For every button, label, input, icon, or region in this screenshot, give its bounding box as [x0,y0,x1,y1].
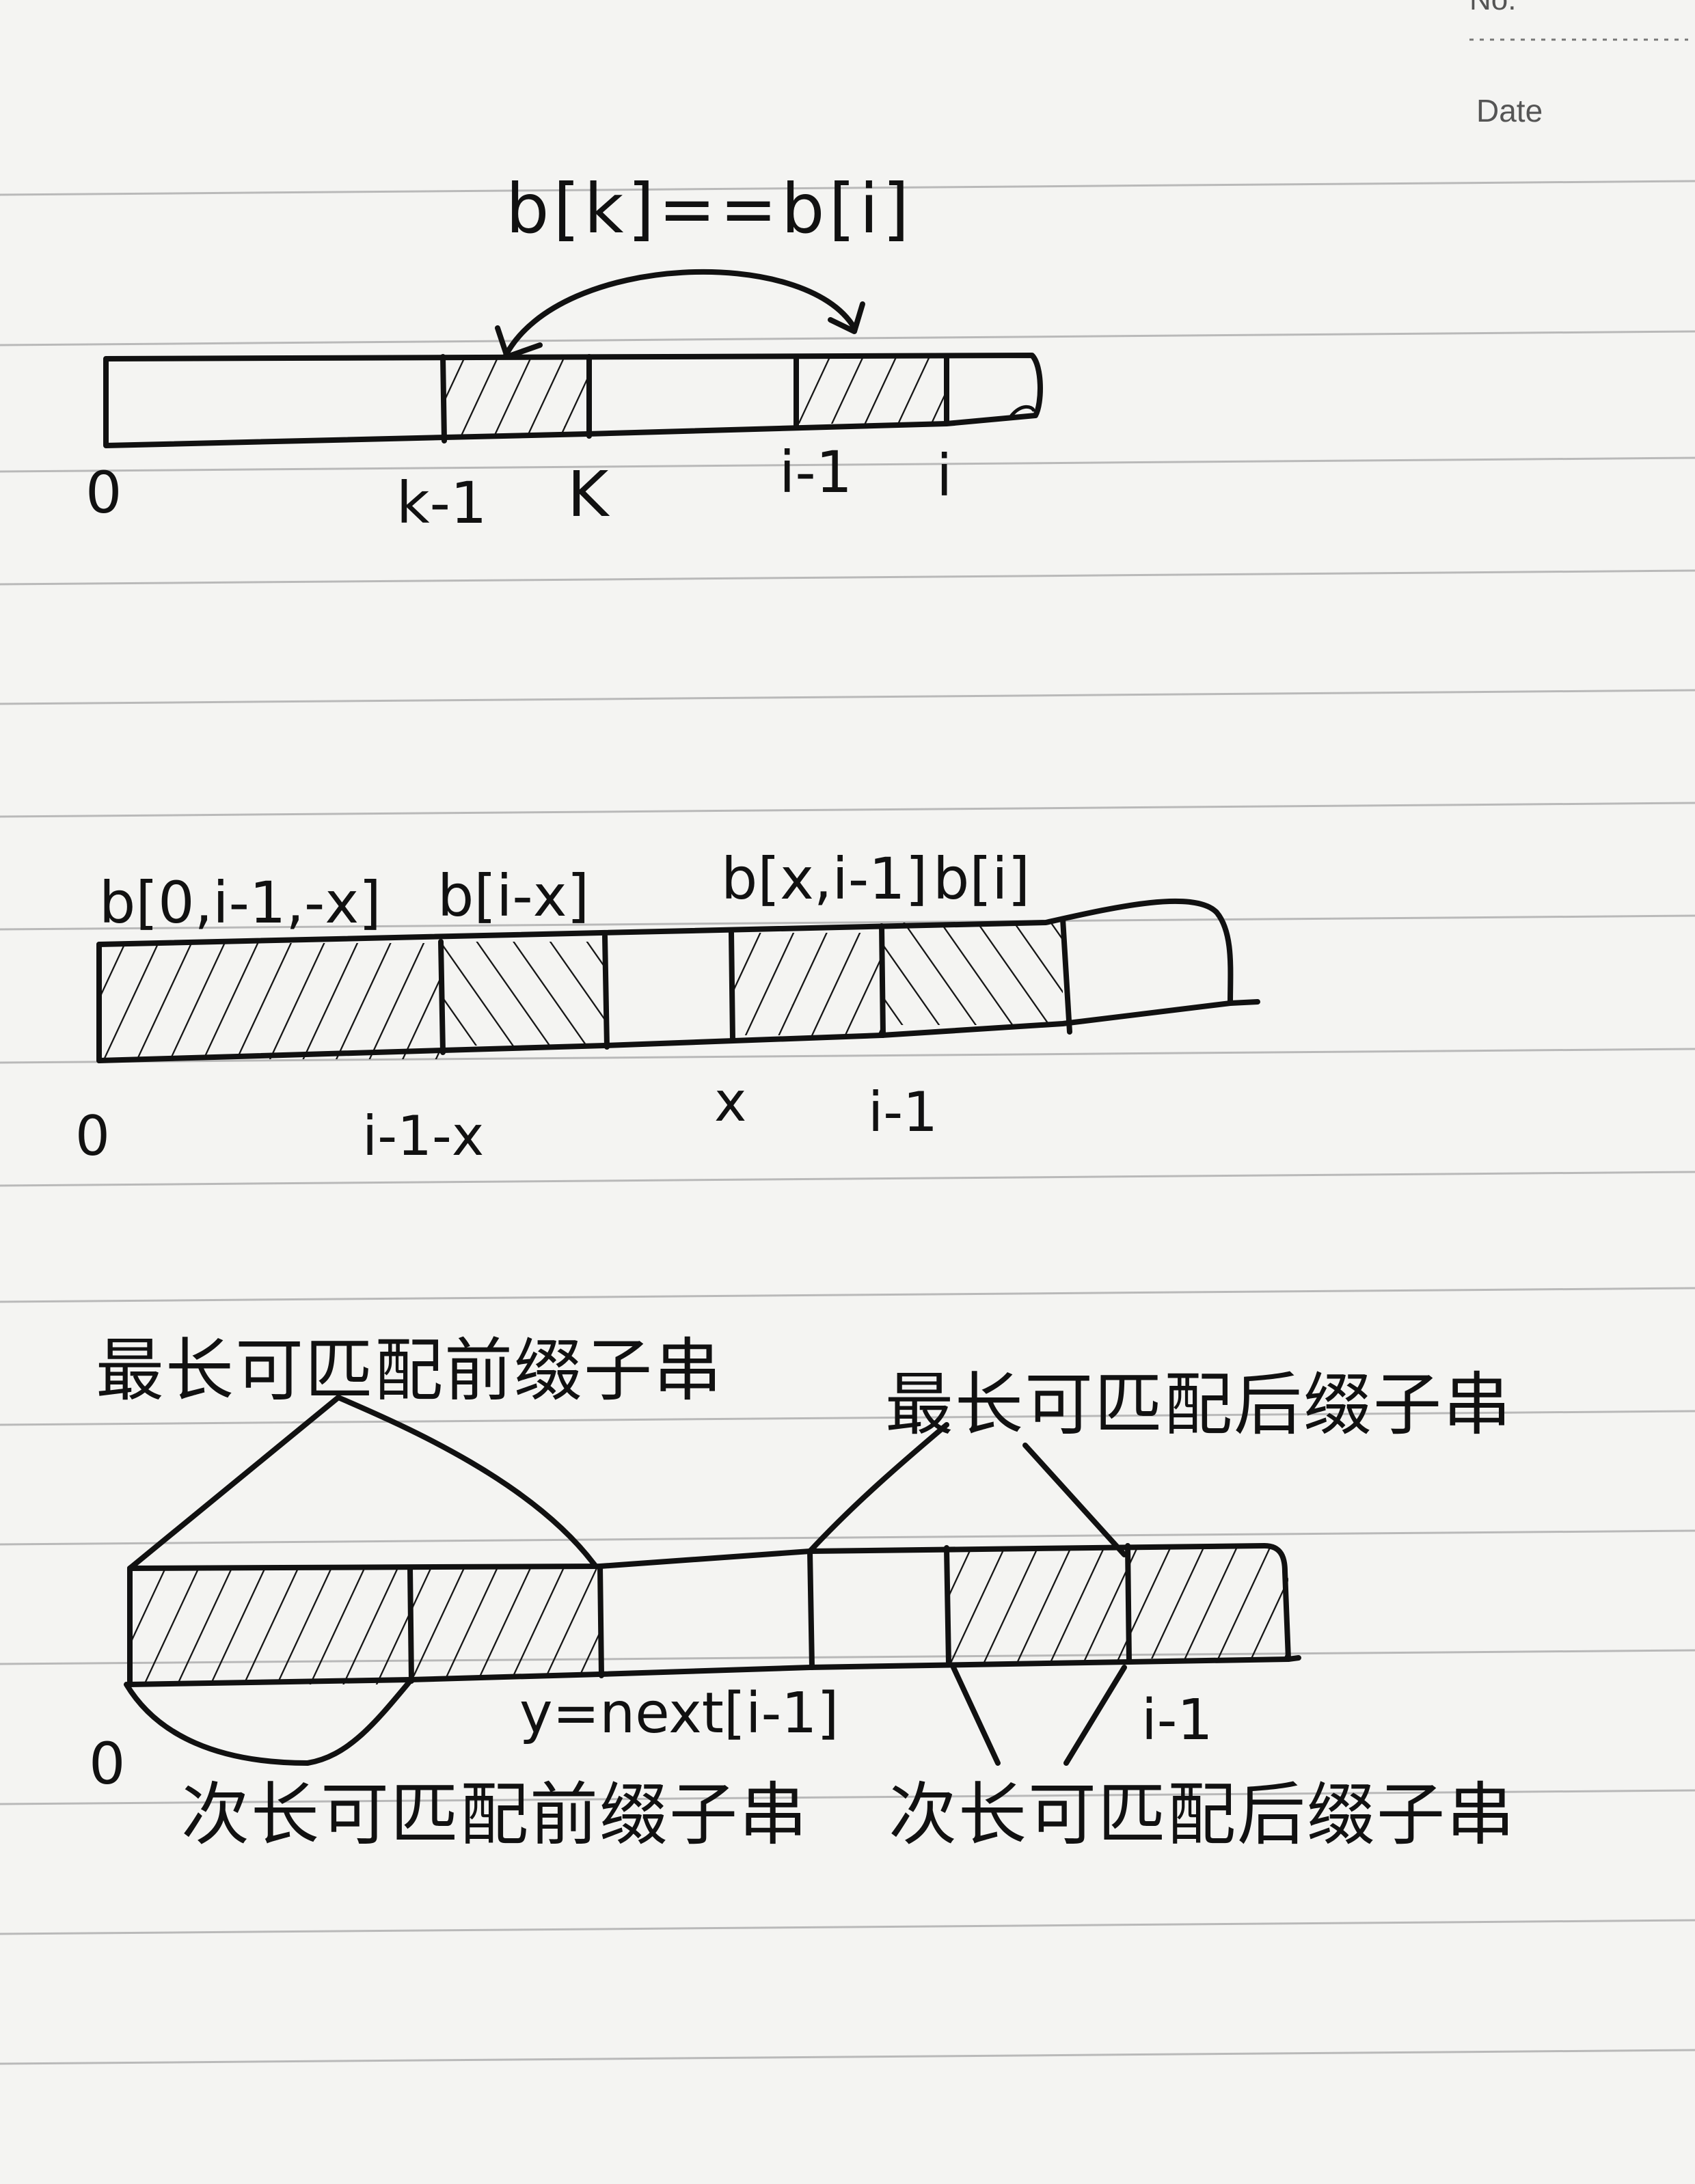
label-i: i [936,442,952,509]
label-i-1-d2: i-1 [868,1080,938,1144]
label-second-prefix: 次长可匹配前缀子串 [181,1775,809,1855]
no-label: No. [1469,0,1516,16]
hatched-prefix-a [130,1568,410,1684]
label-b-x-i-1: b[x,i-1] [721,845,927,912]
label-i-1-d3: i-1 [1141,1688,1213,1753]
label-longest-prefix: 最长可匹配前缀子串 [96,1330,723,1410]
date-label: Date [1476,93,1543,128]
label-i-minus-1-top: i-1 [779,439,852,506]
label-0: 0 [85,459,122,526]
divider-3-c [944,1545,951,1667]
ruled-lines [0,180,1695,2065]
hatched-suffix-a [947,1548,1128,1664]
hatched-bi [882,923,1063,1025]
array-bar-3-bottom [127,1656,1291,1687]
label-prefix-b0: b[0,i-1,-x] [99,869,381,936]
divider-k-minus-1 [440,354,447,443]
page-header: No. Date [1469,0,1688,128]
divider-i-1 [879,923,886,1038]
array-bar-2-top [96,898,1260,1006]
divider-3-mid [807,1548,815,1670]
bracket-second-prefix [124,1678,413,1766]
bracket-longest-prefix [127,1395,597,1571]
match-arc-arrow [503,269,857,358]
formula-bk-eq-bi: b[k]==b[i] [506,169,913,249]
label-k-minus-1: k-1 [396,469,487,536]
label-0-d2: 0 [75,1104,110,1168]
hatched-suffix-b [1128,1546,1288,1659]
arrow-head-right [828,301,865,334]
label-y-next: y=next[i-1] [519,1681,839,1746]
label-bi: b[i] [933,845,1030,912]
label-k: K [567,458,610,531]
hatched-suffix [731,933,882,1035]
bar-end-curl [1009,405,1035,418]
label-second-suffix: 次长可匹配后缀子串 [889,1775,1516,1855]
label-x: x [714,1070,746,1134]
label-i-1-x: i-1-x [362,1104,484,1168]
diagram-2: b[0,i-1,-x] b[i-x] b[x,i-1] b[i] 0 i-1-x… [75,845,1260,1168]
bracket-second-suffix [951,1665,1127,1766]
label-b-i-x: b[i-x] [437,862,589,929]
bracket-longest-suffix [807,1422,1127,1557]
array-bar-1 [103,353,1043,448]
diagram-3: 最长可匹配前缀子串 最长可匹配后缀子串 y=next[i-1] i-1 0 次长… [89,1330,1516,1855]
hatched-block-i [796,357,947,424]
divider-i-x [602,933,610,1050]
diagram-1: b[k]==b[i] 0 k-1 K i-1 i [85,169,1043,536]
hatched-prefix [99,943,441,1059]
label-longest-suffix: 最长可匹配后缀子串 [885,1365,1513,1445]
array-bar-3-top [127,1543,1301,1662]
divider-3-y [597,1564,604,1678]
hatched-block-k [443,357,589,437]
divider-3-d [1125,1543,1132,1665]
divider-i-2 [1060,916,1072,1035]
hatched-prefix-b [410,1567,600,1676]
arrow-head-left [495,325,543,359]
hatched-b-i-x [441,942,605,1046]
divider-i-1-x [438,939,446,1055]
divider-x [729,930,735,1043]
label-0-d3: 0 [89,1730,125,1797]
divider-3-a [407,1566,414,1684]
